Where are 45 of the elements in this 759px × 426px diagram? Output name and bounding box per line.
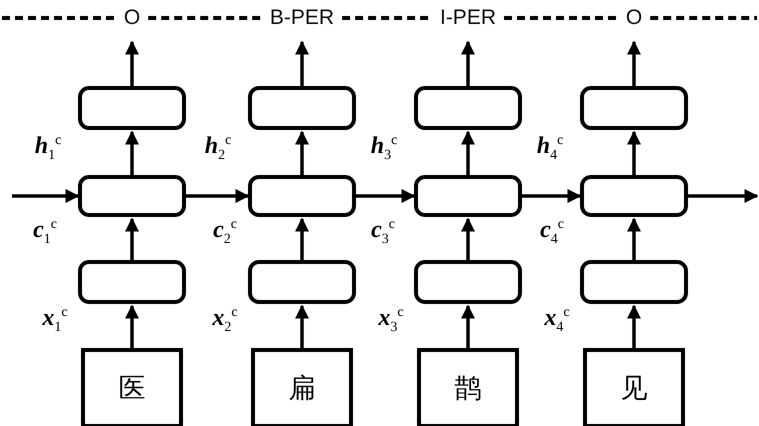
arrow <box>461 130 475 175</box>
cell-box <box>248 260 356 304</box>
tag-label: B-PER <box>270 6 334 30</box>
cell-box <box>580 86 688 130</box>
cell-box <box>78 175 186 217</box>
dashed-line <box>504 16 618 20</box>
arrow <box>186 189 250 203</box>
arrow <box>461 40 475 86</box>
arrow <box>627 218 641 260</box>
arrow <box>461 218 475 260</box>
cell-box <box>414 175 522 217</box>
tag-label: I-PER <box>440 6 496 30</box>
dashed-line <box>148 16 262 20</box>
cell-box <box>248 175 356 217</box>
cell-box <box>78 86 186 130</box>
arrow <box>627 304 641 348</box>
cell-box <box>414 260 522 304</box>
arrow <box>295 304 309 348</box>
arrow <box>125 40 139 86</box>
arrow <box>125 218 139 260</box>
arrow <box>627 130 641 175</box>
arrow <box>688 189 758 203</box>
cell-box <box>580 260 688 304</box>
character-box: 医 <box>81 348 183 426</box>
tag-label: O <box>626 6 642 30</box>
arrow <box>461 304 475 348</box>
arrow <box>295 40 309 86</box>
arrow <box>627 40 641 86</box>
arrow <box>295 218 309 260</box>
cell-box <box>248 86 356 130</box>
dashed-line <box>2 16 116 20</box>
cell-box <box>414 86 522 130</box>
cell-box <box>580 175 688 217</box>
tag-label: O <box>124 6 140 30</box>
dashed-line <box>650 16 757 20</box>
character-box: 见 <box>583 348 685 426</box>
character-box: 鹊 <box>417 348 519 426</box>
arrow <box>522 189 582 203</box>
arrow <box>125 130 139 175</box>
cell-box <box>78 260 186 304</box>
arrow <box>125 304 139 348</box>
character-box: 扁 <box>251 348 353 426</box>
arrow <box>295 130 309 175</box>
arrow <box>12 189 80 203</box>
arrow <box>356 189 416 203</box>
